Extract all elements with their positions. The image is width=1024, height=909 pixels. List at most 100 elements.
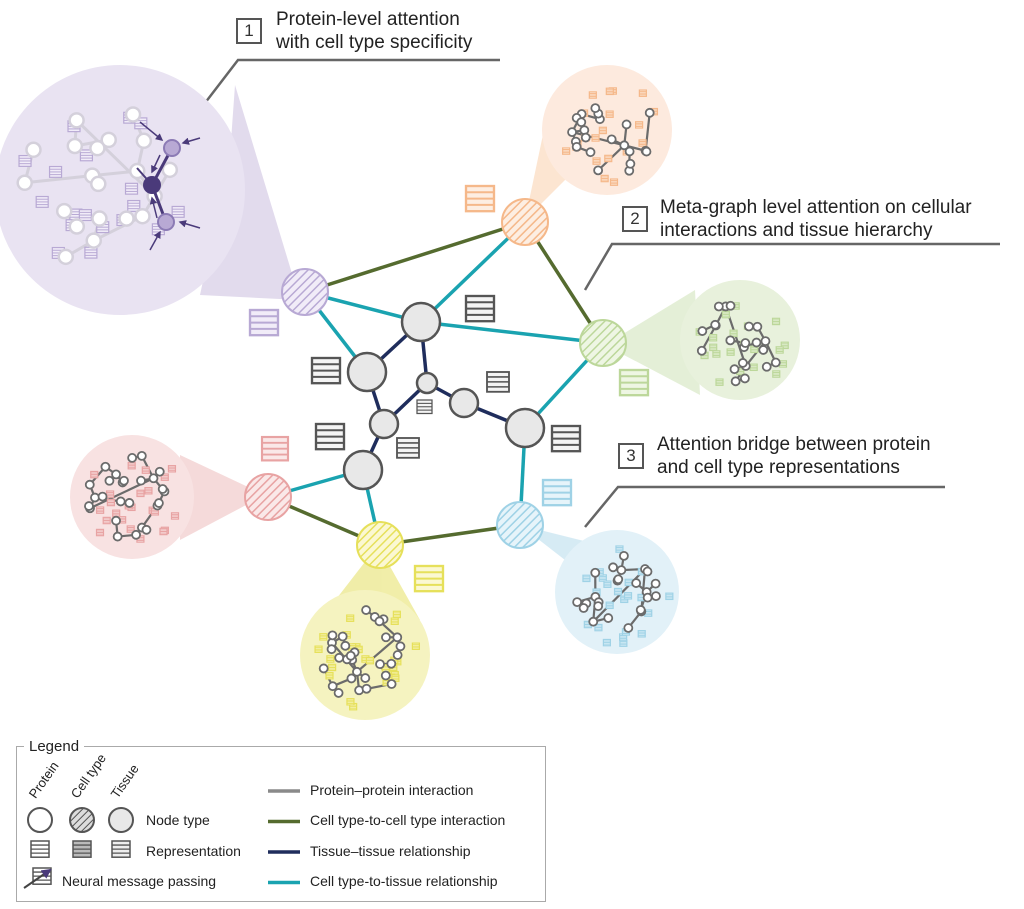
- protein-representation-icon: [314, 645, 323, 653]
- protein-representation-icon: [605, 110, 614, 118]
- protein-representation-icon: [328, 663, 337, 672]
- protein-node: [141, 524, 152, 535]
- protein-representation-icon: [598, 574, 607, 582]
- protein-representation-icon: [729, 329, 738, 338]
- tissue-representation-icon: [416, 399, 433, 415]
- legend-box: [16, 746, 546, 902]
- protein-representation-icon: [623, 592, 633, 600]
- protein-node: [770, 357, 781, 368]
- protein-representation-icon: [600, 174, 609, 183]
- protein-representation-icon: [609, 178, 619, 186]
- protein-node: [346, 673, 357, 684]
- legend-graphics: [23, 789, 300, 889]
- protein-representation-icon: [715, 378, 724, 386]
- protein-node: [752, 321, 763, 332]
- protein-representation-icon: [771, 317, 781, 326]
- tissue-node: [448, 387, 480, 419]
- protein-node: [112, 531, 123, 542]
- protein-representation-icon: [709, 333, 718, 342]
- protein-representation-icon: [127, 461, 136, 470]
- protein-node: [361, 683, 372, 694]
- protein-node: [340, 640, 351, 651]
- protein-node: [713, 301, 724, 312]
- protein-node: [68, 112, 85, 129]
- protein-node: [16, 174, 33, 192]
- protein-representation-icon: [102, 516, 111, 525]
- purple-representation-icon: [248, 308, 280, 337]
- protein-node: [588, 616, 599, 627]
- protein-node: [386, 679, 397, 689]
- protein-representation-icon: [326, 655, 335, 663]
- protein-node: [650, 578, 661, 589]
- tissue-node: [346, 351, 388, 393]
- protein-network: [695, 300, 789, 387]
- protein-representation-icon: [325, 672, 334, 680]
- protein-representation-icon: [106, 498, 115, 507]
- protein-node: [758, 345, 769, 355]
- protein-node: [89, 139, 106, 157]
- legend-node-type-label: Node type: [146, 812, 210, 828]
- protein-node: [625, 158, 636, 169]
- protein-representation-icon: [160, 473, 169, 481]
- protein-node: [327, 681, 338, 692]
- protein-representation-icon: [604, 154, 613, 163]
- protein-node: [651, 591, 661, 602]
- protein-representation-icon: [127, 199, 141, 212]
- protein-representation-icon: [170, 512, 180, 520]
- protein-node: [318, 663, 329, 674]
- protein-node: [571, 141, 582, 152]
- protein-node: [631, 578, 642, 588]
- protein-node: [154, 466, 165, 477]
- protein-representation-icon: [635, 121, 644, 129]
- orange-representation-icon: [464, 184, 496, 213]
- protein-node: [91, 210, 108, 227]
- protein-representation-icon: [619, 639, 628, 647]
- protein-node: [616, 565, 627, 575]
- cell-type-node-orange: [501, 198, 549, 246]
- protein-node: [740, 338, 751, 348]
- protein-node: [157, 484, 168, 494]
- callout-leader-lines: [204, 58, 1000, 528]
- protein-representation-icon: [638, 139, 647, 147]
- protein-representation-icon: [144, 487, 153, 495]
- protein-node: [606, 134, 617, 145]
- protein-representation-icon: [638, 89, 647, 97]
- callout-3-line2: and cell type representations: [657, 457, 900, 478]
- protein-representation-icon: [390, 617, 399, 625]
- legend-edge-label-tissue: Tissue–tissue relationship: [310, 843, 471, 859]
- protein-representation-icon: [79, 149, 94, 162]
- protein-node: [386, 658, 397, 669]
- tissue-node: [415, 371, 439, 395]
- protein-node: [111, 469, 121, 480]
- protein-node: [624, 146, 635, 157]
- tissue-node: [504, 407, 546, 449]
- protein-node: [710, 319, 721, 330]
- protein-node: [361, 605, 371, 615]
- protein-node: [623, 623, 634, 633]
- protein-node: [90, 175, 107, 193]
- protein-node: [97, 491, 108, 502]
- protein-node: [642, 592, 653, 603]
- protein-representation-icon: [591, 134, 600, 142]
- protein-node: [613, 574, 624, 585]
- protein-node: [100, 131, 117, 149]
- protein-node: [590, 567, 601, 578]
- protein-representation-icon: [319, 633, 328, 641]
- protein-node: [136, 475, 146, 486]
- protein-representation-icon: [562, 147, 571, 155]
- protein-node: [55, 202, 73, 220]
- cell-type-node-green: [579, 319, 627, 367]
- protein-node: [327, 630, 338, 641]
- protein-representation-icon: [106, 490, 115, 498]
- tissue-nodes: [342, 301, 546, 491]
- callout-1-text: Protein-level attention with cell type s…: [276, 8, 472, 54]
- tissue-representation-legend-icon: [111, 840, 131, 858]
- protein-representation-icon: [35, 195, 49, 208]
- tissue-representation-icon: [486, 371, 510, 393]
- cell-type-node-blue: [496, 501, 544, 549]
- protein-node: [134, 207, 151, 225]
- protein-node: [84, 501, 94, 511]
- legend-edge-label-cell-tissue: Cell type-to-tissue relationship: [310, 873, 498, 889]
- protein-node: [619, 550, 629, 561]
